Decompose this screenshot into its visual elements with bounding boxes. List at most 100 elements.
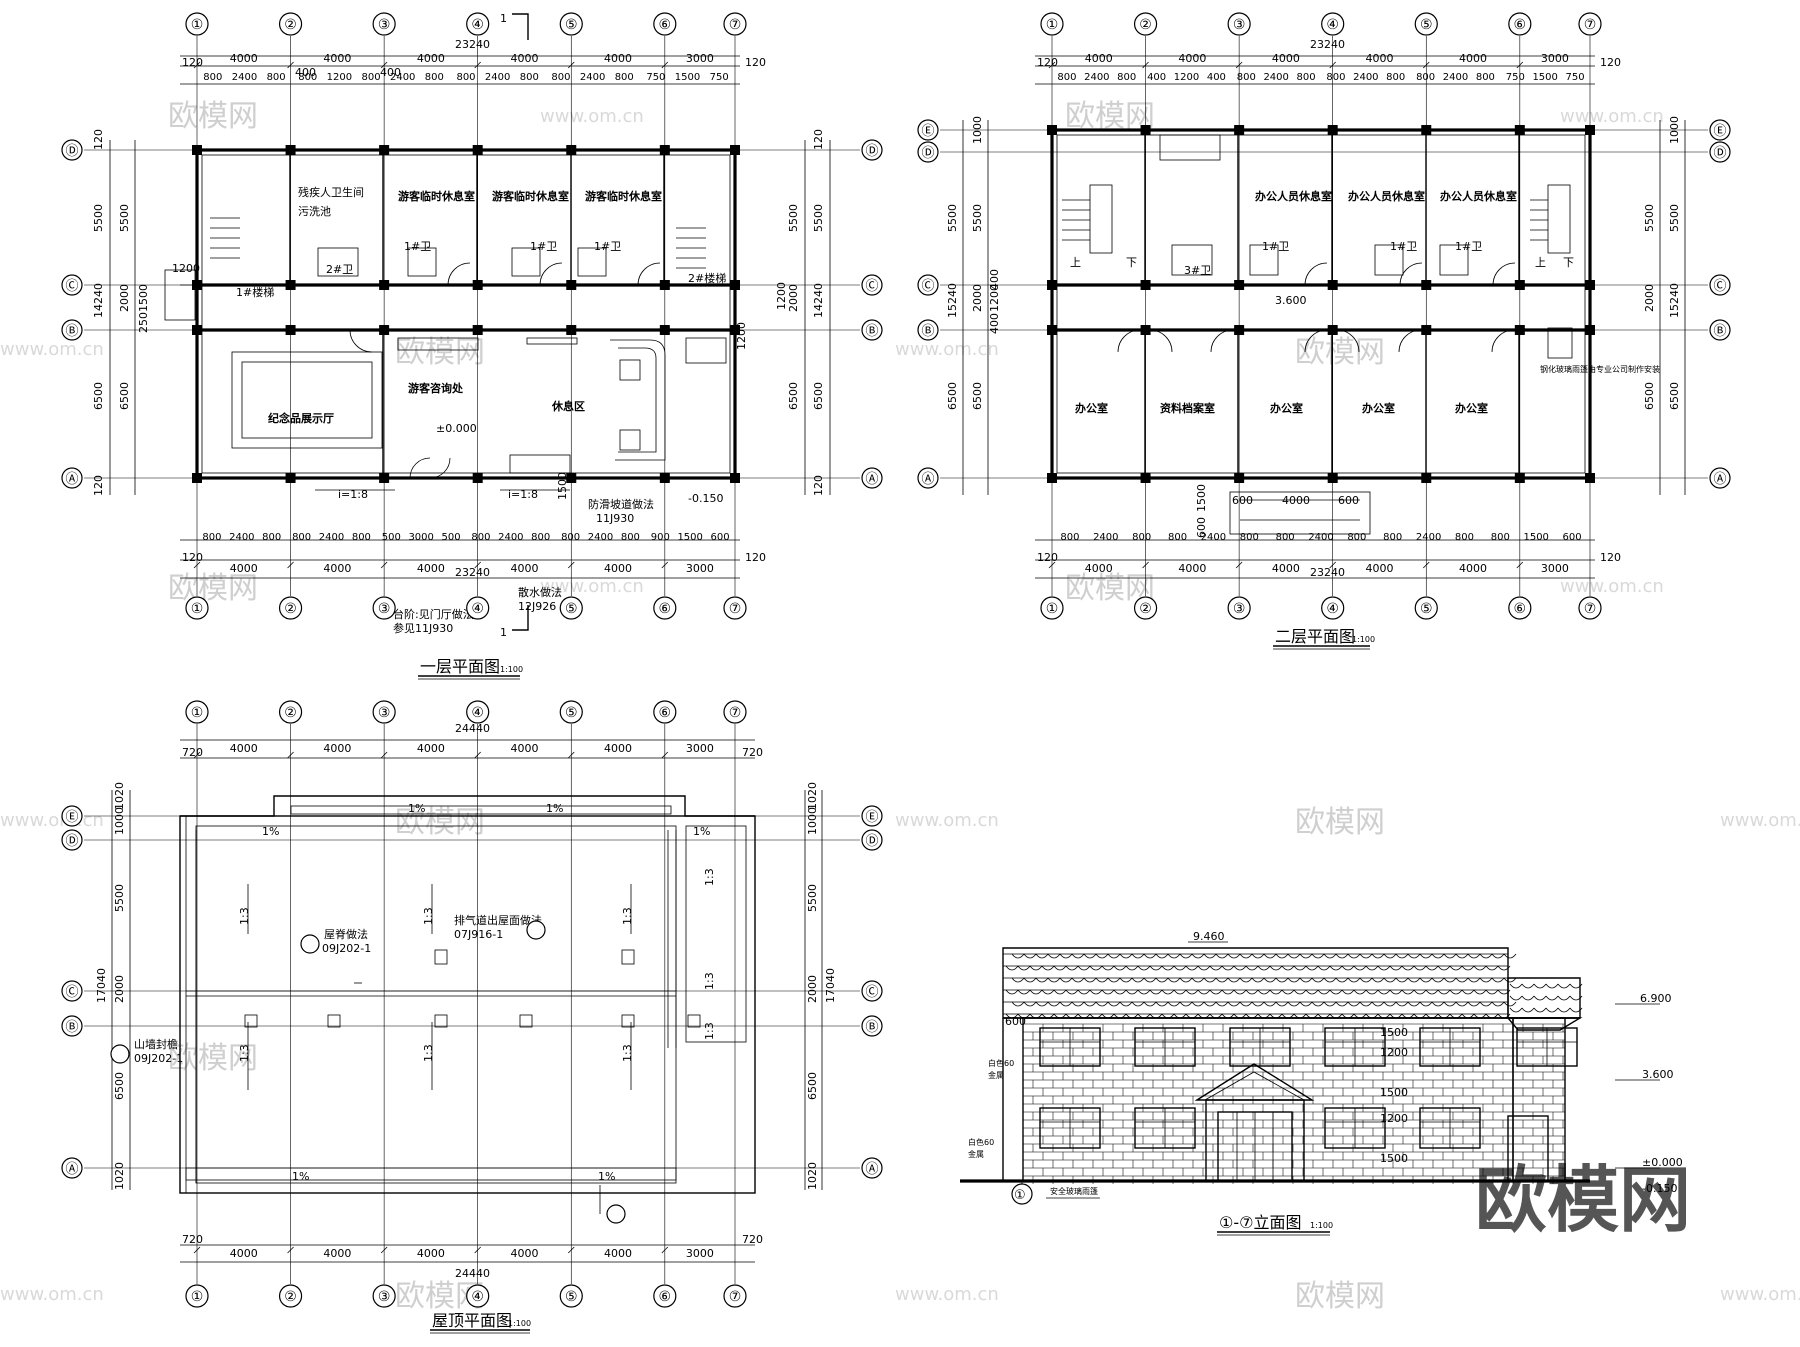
dim-tick bbox=[380, 751, 388, 759]
tile bbox=[1407, 977, 1421, 983]
roof-edge-dim: 720 bbox=[742, 1233, 763, 1246]
tile bbox=[1167, 977, 1181, 983]
floor1-note: 参见11J930 bbox=[393, 621, 453, 635]
elevation-axis: ① bbox=[1014, 1188, 1026, 1203]
sub-dim: 800 bbox=[1383, 532, 1402, 543]
stair-down: 下 bbox=[1563, 256, 1574, 269]
sub-dim: 2400 bbox=[1263, 72, 1288, 83]
tile bbox=[1317, 965, 1331, 971]
structural-column bbox=[730, 473, 740, 483]
axis-letter: Ⓑ bbox=[1713, 324, 1726, 339]
bay-dim: 4000 bbox=[604, 1247, 632, 1260]
axis-number: ② bbox=[284, 1289, 297, 1305]
axis-number: ① bbox=[191, 601, 204, 617]
axis-bubble bbox=[861, 274, 883, 296]
structural-column bbox=[1047, 325, 1057, 335]
tile bbox=[1047, 1001, 1061, 1007]
sub-dim: 800 bbox=[1168, 532, 1187, 543]
axis-bubble bbox=[1040, 12, 1064, 36]
tile bbox=[1275, 953, 1289, 959]
axis-letter: Ⓔ bbox=[921, 124, 934, 139]
floor1-vdim: 5500 bbox=[92, 204, 105, 232]
tile bbox=[1107, 977, 1121, 983]
tile bbox=[1545, 995, 1559, 1001]
sub-dim: 800 bbox=[1057, 72, 1076, 83]
tile bbox=[1281, 965, 1295, 971]
sub-dim: 750 bbox=[1566, 72, 1585, 83]
axis-letter: Ⓔ bbox=[1713, 124, 1726, 139]
axis-letter: Ⓒ bbox=[921, 279, 934, 294]
dim-tick bbox=[1422, 61, 1430, 69]
tile bbox=[1023, 977, 1037, 983]
tile bbox=[1203, 1001, 1217, 1007]
axis-number: ① bbox=[1046, 17, 1059, 33]
tile bbox=[1437, 965, 1451, 971]
tile bbox=[1089, 989, 1103, 995]
axis-bubble bbox=[1709, 319, 1731, 341]
axis-bubble bbox=[278, 12, 303, 36]
floor2-vdim: 5500 bbox=[1643, 204, 1656, 232]
elevation-mark: -0.150 bbox=[688, 492, 723, 505]
tile bbox=[1431, 1001, 1445, 1007]
tile bbox=[1467, 953, 1481, 959]
roof-vdim: 1020 bbox=[806, 782, 819, 810]
roof-slope: 1:3 bbox=[621, 907, 634, 925]
bay-dim: 4000 bbox=[510, 1247, 538, 1260]
floor1-note: 11J930 bbox=[596, 512, 634, 525]
roof-note: 屋脊做法 bbox=[324, 927, 368, 941]
roof-note: 山墙封檐 bbox=[134, 1037, 178, 1051]
tile bbox=[1059, 953, 1073, 959]
axis-letter: Ⓐ bbox=[865, 1162, 878, 1177]
bay-dim: 4000 bbox=[1459, 52, 1487, 65]
elevation-view: 9.460 6.900 3.600 ±0.000 -0.150 600 1500… bbox=[960, 930, 1683, 1236]
tile bbox=[1443, 977, 1457, 983]
axis-bubble bbox=[466, 1284, 490, 1308]
bay-dim: 4000 bbox=[1085, 562, 1113, 575]
tile bbox=[1251, 1001, 1265, 1007]
ramp-slope: i=1:8 bbox=[508, 488, 538, 501]
roof-vdim: 5500 bbox=[113, 884, 126, 912]
tile bbox=[1227, 953, 1241, 959]
structural-column bbox=[730, 280, 740, 290]
watermark-text: 欧模网 bbox=[168, 1041, 258, 1076]
axis-letter: Ⓓ bbox=[921, 146, 934, 161]
floor2-overall-dim-bottom: 23240 bbox=[1310, 566, 1345, 579]
structural-column bbox=[566, 145, 577, 155]
tile bbox=[1521, 983, 1535, 989]
axis-letter: Ⓒ bbox=[65, 279, 78, 294]
watermark-text: 欧模网 bbox=[395, 805, 485, 840]
structural-column bbox=[1585, 473, 1595, 483]
tile bbox=[1521, 1007, 1535, 1013]
axis-number: ⑥ bbox=[1514, 601, 1527, 617]
axis-bubble bbox=[278, 596, 303, 620]
dim-tick bbox=[661, 561, 669, 569]
tile bbox=[1401, 989, 1415, 995]
sub-dim: 800 bbox=[1347, 532, 1366, 543]
tile bbox=[1005, 965, 1019, 971]
axis-letter: Ⓓ bbox=[865, 144, 878, 159]
tile bbox=[1011, 1001, 1025, 1007]
bay-dim: 4000 bbox=[1085, 52, 1113, 65]
tile bbox=[1353, 965, 1367, 971]
sub-dim: 3000 bbox=[408, 532, 433, 543]
elevation-note: 金属 bbox=[988, 1070, 1004, 1080]
tile bbox=[1473, 989, 1487, 995]
floor2-vdim: 1000 bbox=[1668, 116, 1681, 144]
roof-note: 07J916-1 bbox=[454, 928, 503, 941]
stair-down: 下 bbox=[1126, 256, 1137, 269]
tile bbox=[1395, 953, 1409, 959]
elevation-dim: 600 bbox=[1005, 1015, 1026, 1028]
tile bbox=[1041, 965, 1055, 971]
tile bbox=[1371, 1001, 1385, 1007]
tile bbox=[1371, 977, 1385, 983]
tile bbox=[1167, 953, 1181, 959]
dim-tick bbox=[567, 561, 575, 569]
tile bbox=[1077, 989, 1091, 995]
floor1-vsub: 1500 bbox=[137, 284, 150, 312]
watermark-layer: 欧模网 www.om.cn 欧模网 www.om.cn 欧模网 欧模网 www.… bbox=[0, 99, 1800, 1314]
sub-dim: 800 bbox=[262, 532, 281, 543]
axis-bubble bbox=[1709, 141, 1731, 163]
tile bbox=[1083, 1001, 1097, 1007]
structural-column bbox=[472, 325, 483, 335]
